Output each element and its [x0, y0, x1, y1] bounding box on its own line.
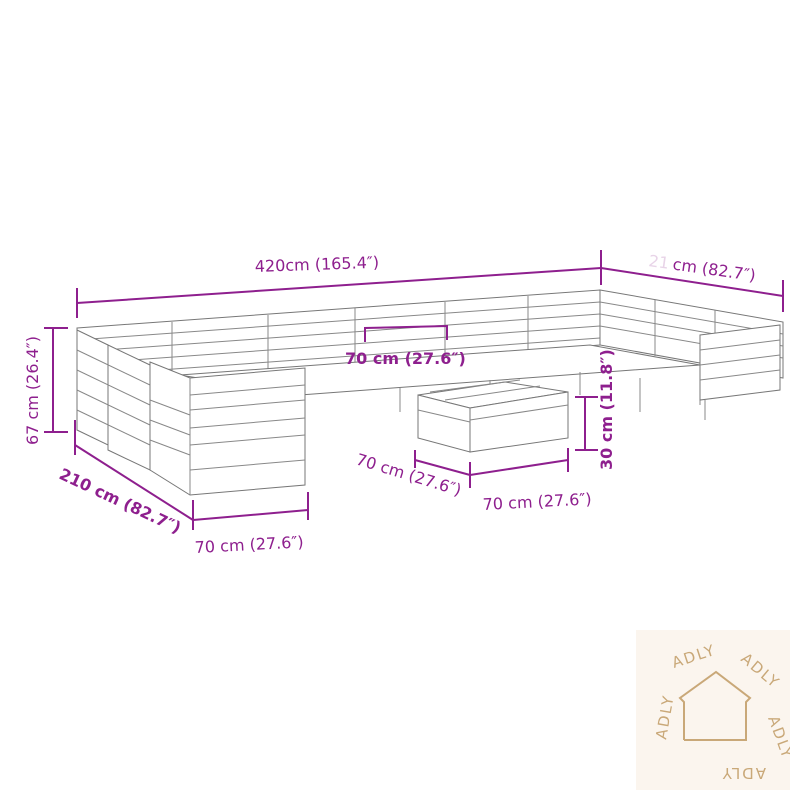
svg-text:ADLY: ADLY	[737, 649, 783, 692]
ottoman-width-label: 70 cm (27.6″)	[482, 489, 592, 514]
ottoman-height-label: 30 cm (11.8″)	[597, 349, 616, 470]
chair-width-label: 70 cm (27.6″)	[194, 532, 304, 557]
total-width-label: 420cm (165.4″)	[254, 253, 379, 276]
garden-sofa-set	[76, 289, 784, 496]
svg-text:21cm (82.7″): 21cm (82.7″)	[647, 251, 757, 285]
right-depth-faded: 21	[647, 251, 670, 273]
seat-width-label: 70 cm (27.6″)	[345, 349, 466, 368]
svg-text:ADLY: ADLY	[652, 693, 678, 741]
svg-text:ADLY: ADLY	[670, 641, 719, 672]
svg-text:ADLY: ADLY	[721, 764, 766, 782]
svg-text:ADLY: ADLY	[764, 713, 790, 762]
height-label: 67 cm (26.4″)	[23, 336, 42, 445]
ottoman-depth-label: 70 cm (27.6″)	[354, 450, 464, 500]
house-icon	[678, 670, 752, 741]
dimension-lines	[44, 250, 784, 530]
adly-watermark-logo: ADLY ADLY ADLY ADLY ADLY	[636, 630, 790, 790]
